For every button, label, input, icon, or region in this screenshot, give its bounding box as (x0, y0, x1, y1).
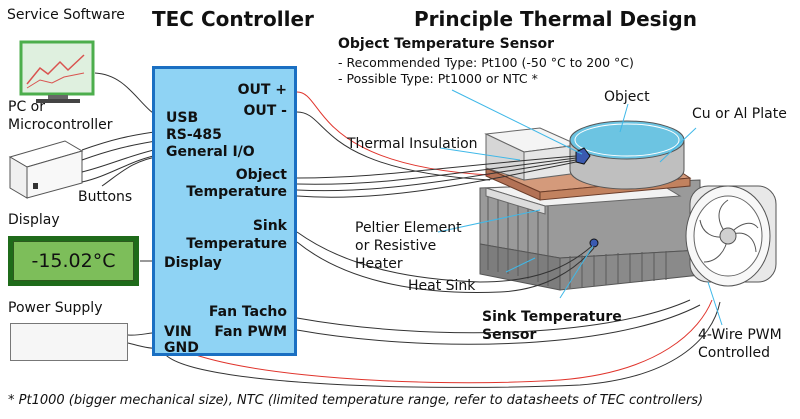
pc-label: PC or (8, 99, 45, 115)
controller-wires (161, 91, 721, 388)
plate-label: Cu or Al Plate (692, 106, 787, 122)
peltier-label-3: Heater (355, 256, 403, 272)
gnd-label: GND (164, 340, 199, 356)
heatsink-label: Heat Sink (408, 278, 476, 294)
lcd-value: -15.02°C (13, 241, 134, 281)
sensor-recommended: - Recommended Type: Pt100 (-50 °C to 200… (338, 55, 634, 70)
usb-label: USB (166, 110, 199, 126)
out-minus-label: OUT - (243, 103, 287, 119)
box-icon (8, 140, 84, 199)
monitor-icon (19, 40, 95, 103)
controller-display-label: Display (164, 255, 222, 271)
sensor-possible: - Possible Type: Pt1000 or NTC * (338, 71, 538, 86)
microcontroller-label: Microcontroller (8, 117, 113, 133)
leader-lines (437, 89, 723, 326)
pwm-label-1: 4-Wire PWM (698, 327, 782, 343)
fan-tacho-label: Fan Tacho (208, 304, 287, 320)
footnote: * Pt1000 (bigger mechanical size), NTC (… (8, 393, 704, 408)
design-title: Principle Thermal Design (414, 7, 697, 31)
vin-label: VIN (164, 324, 192, 340)
out-plus-label: OUT + (237, 82, 287, 98)
power-supply-box (10, 323, 128, 361)
sink-sensor-label-2: Sensor (482, 327, 537, 343)
pwm-label-2: Controlled (698, 345, 770, 361)
controller-title: TEC Controller (152, 7, 314, 31)
fan-pwm-label: Fan PWM (214, 324, 287, 340)
tec-controller-box (152, 66, 297, 356)
buttons-label: Buttons (78, 189, 133, 205)
sink-label: Sink (252, 218, 287, 234)
service-software-label: Service Software (7, 7, 125, 23)
sink-sensor-label-1: Sink Temperature (482, 309, 622, 325)
object-label-design: Object (604, 89, 650, 105)
peltier-label-2: or Resistive (355, 238, 437, 254)
power-supply-label: Power Supply (8, 300, 103, 316)
rs485-label: RS-485 (166, 127, 222, 143)
general-io-label: General I/O (166, 144, 255, 160)
insulation-label: Thermal Insulation (347, 136, 478, 152)
peltier-label-1: Peltier Element (355, 220, 462, 236)
object-temperature-label: Temperature (186, 184, 287, 200)
object-label: Object (235, 167, 287, 183)
object-cylinder (569, 120, 685, 190)
fan-icon (685, 185, 777, 287)
sink-temperature-label: Temperature (186, 236, 287, 252)
display-label: Display (8, 212, 60, 228)
lcd-display: -15.02°C (8, 236, 139, 286)
object-sensor-title: Object Temperature Sensor (338, 36, 555, 52)
sink-sensor (589, 238, 599, 248)
